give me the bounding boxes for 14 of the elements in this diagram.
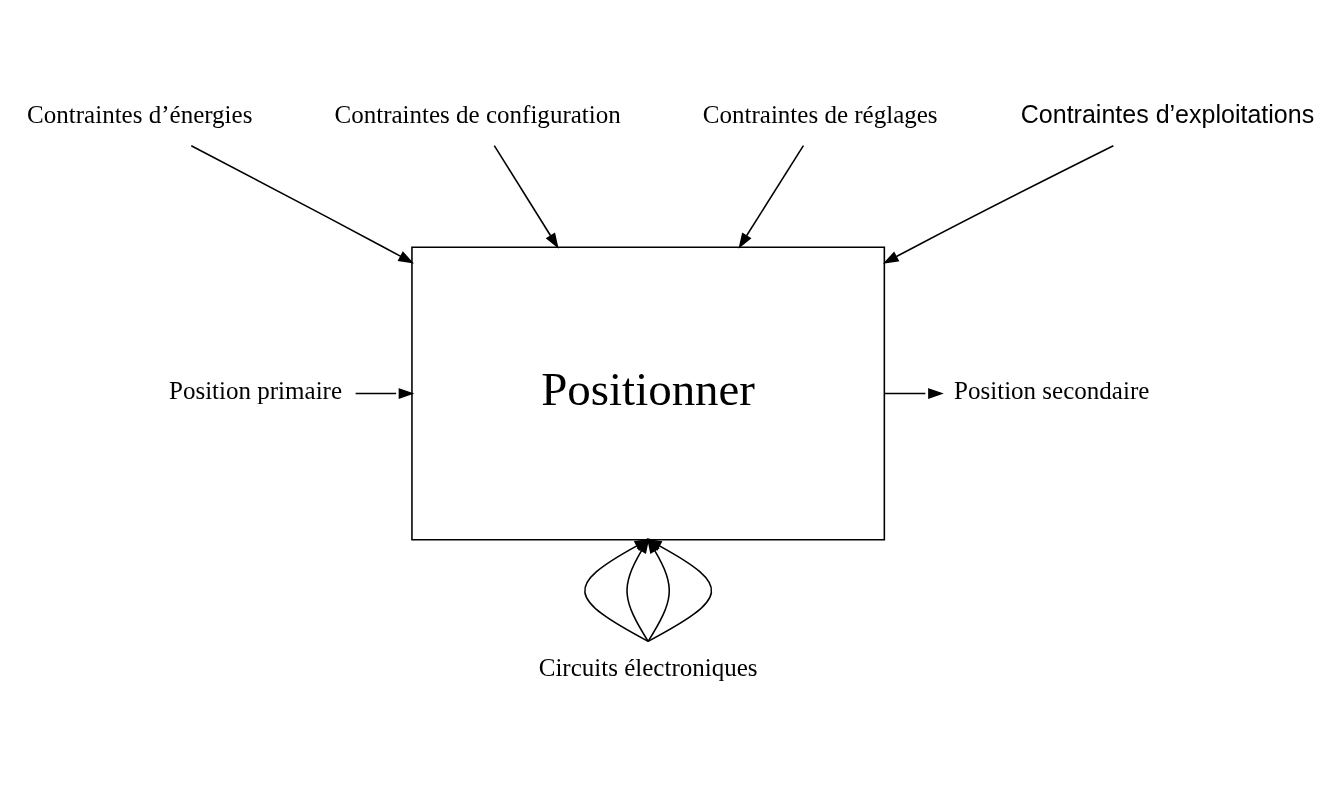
node-text: Contraintes de réglages [702, 101, 938, 129]
node-text: Circuits électroniques [538, 653, 758, 681]
node-box: Positionner [411, 246, 886, 541]
arrow [738, 144, 805, 249]
node-text: Contraintes d’exploitations [1020, 100, 1315, 129]
node-text: Contraintes de configuration [334, 101, 621, 129]
arrow [190, 145, 414, 264]
node-text: Position primaire [169, 377, 343, 405]
node-text: Contraintes d’énergies [27, 101, 253, 129]
arrow [493, 144, 559, 249]
arrow [883, 388, 944, 399]
node-text: Position secondaire [954, 377, 1150, 405]
arrow [354, 388, 415, 399]
arrow [882, 145, 1115, 264]
